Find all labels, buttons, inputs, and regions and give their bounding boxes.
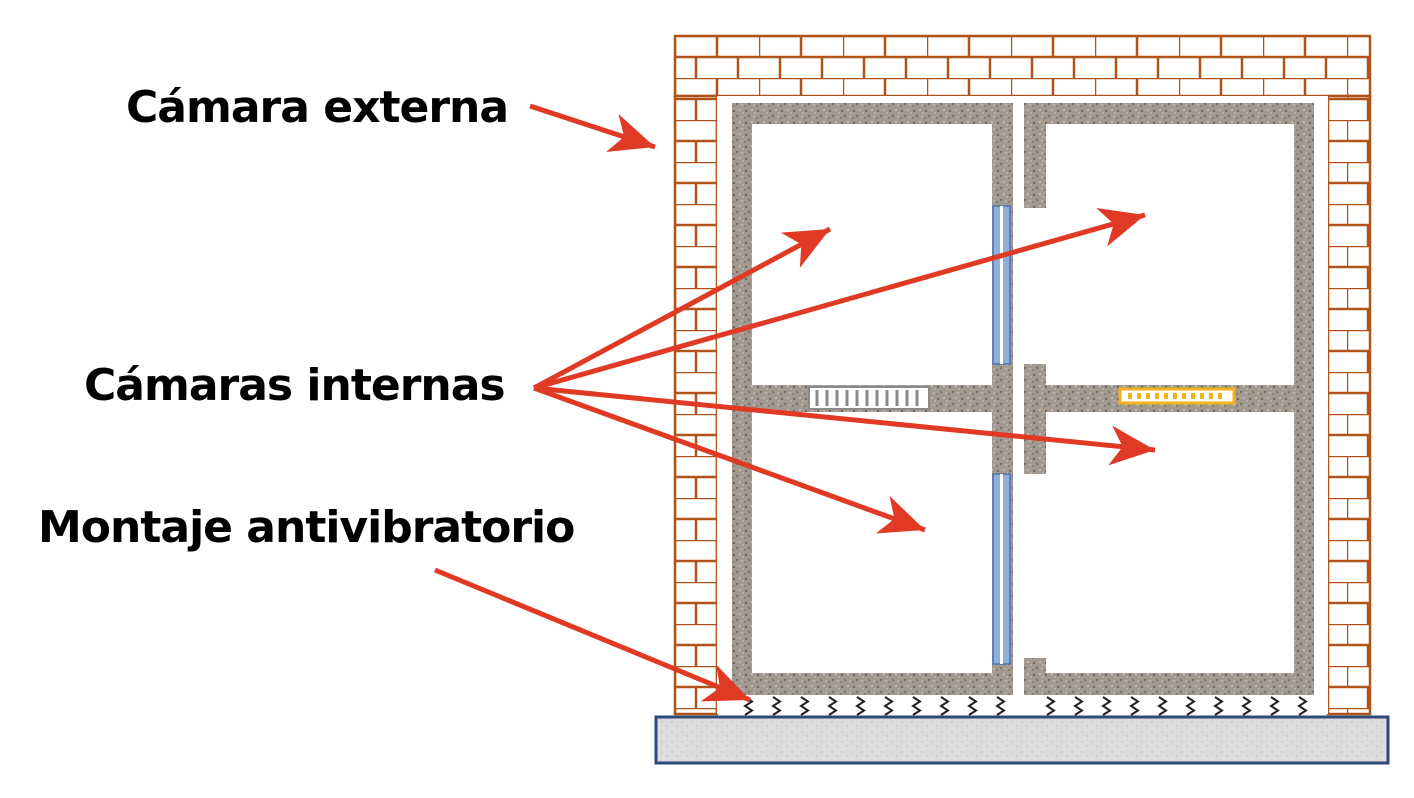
arrow-interna-1 [532,226,832,391]
base-slab [654,715,1390,765]
spring-6 [883,696,894,716]
arrow-externa [529,103,656,152]
spring-5 [855,696,866,716]
arrow-icon [434,103,1156,703]
spring-13 [1101,696,1112,716]
spring-4 [827,696,838,716]
spring-17 [1213,696,1224,716]
spring-12 [1073,696,1084,716]
arrow-interna-4 [533,385,926,534]
spring-11 [1045,696,1056,716]
vent-grey [808,386,930,410]
spring-20 [1297,696,1308,716]
spring-18 [1241,696,1252,716]
outer-brick-top-wall [673,34,1372,98]
spring-10 [995,696,1006,716]
spring-19 [1269,696,1280,716]
label-montaje-antivibratorio: Montaje antivibratorio [38,502,575,553]
spring-2 [771,696,782,716]
spring-icon [743,696,1308,716]
door-opening-upper [1020,208,1050,364]
label-camaras-internas: Cámaras internas [84,360,506,411]
spring-7 [911,696,922,716]
spring-15 [1157,696,1168,716]
spring-16 [1185,696,1196,716]
arrow-interna-3 [533,385,1156,466]
spring-8 [939,696,950,716]
arrow-montaje [434,567,751,703]
spring-3 [799,696,810,716]
window-glass-icon [992,205,1011,665]
spring-9 [967,696,978,716]
arrow-interna-2 [533,208,1146,391]
vent-grille-icon [808,386,1236,410]
door-opening-lower [1020,474,1050,658]
spring-14 [1129,696,1140,716]
label-camara-externa: Cámara externa [126,82,509,133]
outer-brick-right-wall [1326,94,1372,716]
vent-yellow [1118,387,1236,405]
